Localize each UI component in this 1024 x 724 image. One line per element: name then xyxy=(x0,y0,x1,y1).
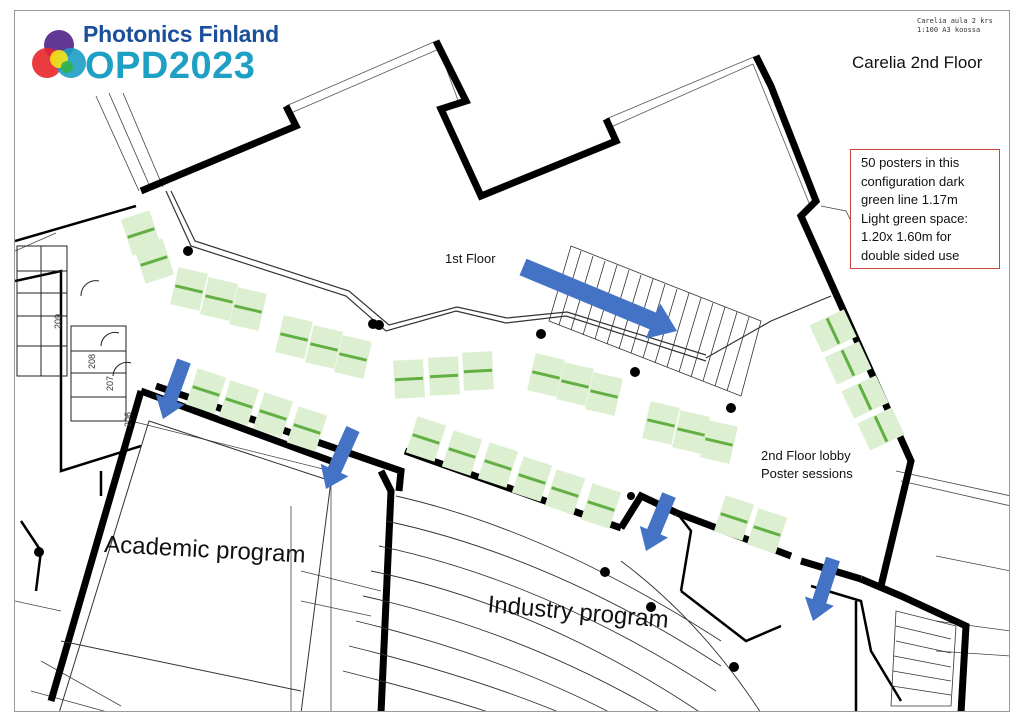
poster-space xyxy=(334,335,372,379)
poster-space xyxy=(405,416,447,462)
poster-space xyxy=(305,325,343,369)
poster-space xyxy=(580,483,622,529)
thin-walls xyxy=(15,204,903,711)
direction-arrow-icon xyxy=(519,258,677,339)
direction-arrows xyxy=(155,258,840,621)
poster-space xyxy=(477,442,519,488)
logo-circles-icon xyxy=(32,30,86,78)
academic-hall xyxy=(59,420,332,711)
first-floor-label: 1st Floor xyxy=(445,251,496,266)
note-line: 50 posters in this xyxy=(861,155,960,170)
poster-space xyxy=(841,375,889,419)
room-number: 207 xyxy=(105,375,115,391)
poster-space xyxy=(713,495,755,541)
note-line: double sided use xyxy=(861,247,960,263)
poster-space xyxy=(393,359,425,399)
floor-plan-frame: Photonics Finland OPD2023 Carelia aula 2… xyxy=(14,10,1010,712)
sheet-meta-line1: Carelia aula 2 krs xyxy=(917,17,993,25)
poster-space xyxy=(170,267,208,311)
poster-space xyxy=(275,315,313,359)
poster-space xyxy=(857,407,905,451)
poster-space xyxy=(511,456,553,502)
poster-space xyxy=(746,508,788,554)
auditorium-rows xyxy=(342,495,761,711)
window-strips xyxy=(285,40,817,204)
poster-space xyxy=(672,410,710,454)
toilet-rooms xyxy=(16,245,132,422)
poster-space xyxy=(544,469,586,515)
poster-space xyxy=(809,309,857,353)
note-line: Light green space: xyxy=(861,210,968,226)
poster-space xyxy=(229,287,267,331)
map-title: Carelia 2nd Floor xyxy=(852,53,983,72)
room-number: 206 xyxy=(123,411,133,427)
poster-space xyxy=(824,341,872,385)
sheet-meta-line2: 1:100 A3 koossa xyxy=(917,26,981,34)
poster-space xyxy=(556,362,594,406)
lobby-label: 2nd Floor lobby Poster sessions xyxy=(761,447,853,483)
poster-space xyxy=(642,401,680,445)
poster-space xyxy=(585,372,623,416)
poster-note: 50 posters in this configuration dark gr… xyxy=(850,149,1000,269)
logo: Photonics Finland OPD2023 xyxy=(29,19,289,89)
poster-space xyxy=(218,380,260,426)
direction-arrow-icon xyxy=(320,426,360,489)
direction-arrow-icon xyxy=(639,492,676,551)
poster-space xyxy=(252,392,294,438)
void-edge xyxy=(165,190,832,362)
direction-arrow-icon xyxy=(804,556,840,621)
note-line: green line 1.17m xyxy=(861,192,958,207)
poster-space xyxy=(700,420,738,464)
poster-space xyxy=(185,368,227,414)
poster-space xyxy=(527,353,565,397)
note-line: configuration dark xyxy=(861,173,965,189)
logo-event: OPD2023 xyxy=(85,45,256,87)
poster-spaces xyxy=(120,210,905,554)
poster-space xyxy=(286,406,328,452)
logo-brand: Photonics Finland xyxy=(83,21,279,47)
direction-arrow-icon xyxy=(155,358,191,419)
poster-space xyxy=(133,238,175,284)
note-line: 1.20x 1.60m for xyxy=(861,229,952,244)
poster-space xyxy=(441,430,483,476)
poster-space xyxy=(200,277,238,321)
lobby-label-line1: 2nd Floor lobby xyxy=(761,448,851,463)
room-number: 208 xyxy=(87,353,97,369)
sheet-meta: Carelia aula 2 krs 1:100 A3 koossa xyxy=(917,17,993,35)
poster-space xyxy=(428,356,460,396)
floor-plan xyxy=(15,39,1009,711)
poster-space xyxy=(462,351,494,391)
room-number: 209 xyxy=(53,313,63,329)
column-dot-icon xyxy=(34,246,739,672)
lobby-label-line2: Poster sessions xyxy=(761,466,853,481)
